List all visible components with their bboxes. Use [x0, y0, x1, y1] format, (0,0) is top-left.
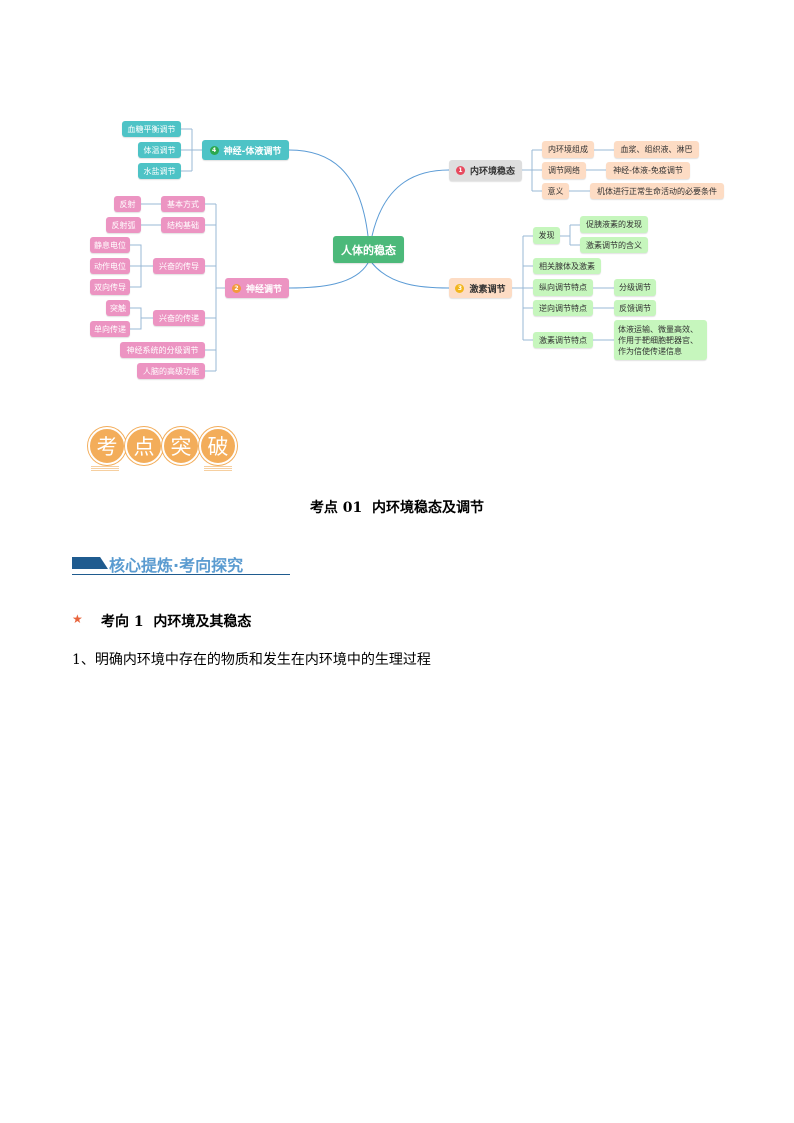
banner-block	[72, 557, 108, 569]
node: 人脑的高级功能	[137, 363, 205, 379]
node: 水盐调节	[138, 163, 181, 179]
branch-label: 内环境稳态	[469, 167, 515, 177]
node: 纵向调节特点	[533, 279, 593, 296]
number-badge: 4	[209, 145, 219, 155]
banner-text: 核心提炼·考向探究	[109, 556, 244, 575]
node-line: 作为信使传递信息	[618, 346, 682, 356]
logo-char: 点	[125, 427, 163, 465]
node: 血浆、组织液、淋巴	[614, 141, 699, 158]
branch-neuro-humoral: 4 神经-体液调节	[202, 140, 289, 160]
node: 调节网络	[542, 162, 586, 179]
node-line: 体液运输、微量高效、	[618, 324, 698, 334]
node: 分级调节	[614, 279, 656, 296]
branch-label: 神经调节	[245, 284, 282, 295]
node: 静息电位	[90, 237, 130, 253]
node: 体温调节	[138, 142, 181, 158]
logo-char: 破	[199, 427, 237, 465]
subheading: 考向 1 内环境及其稳态	[101, 614, 252, 630]
logo-char: 考	[88, 427, 126, 465]
section-title: 考点 01 内环境稳态及调节	[309, 500, 485, 516]
logo-underline	[204, 466, 232, 471]
logo-char: 突	[162, 427, 200, 465]
node: 神经-体液-免疫调节	[606, 162, 690, 179]
number-badge: 3	[455, 283, 465, 293]
node: 相关腺体及激素	[533, 258, 601, 274]
branch-label: 神经-体液调节	[223, 146, 282, 157]
node: 反射	[114, 196, 141, 212]
node-line: 作用于靶细胞靶器官、	[618, 335, 698, 345]
mindmap-connectors	[130, 128, 614, 372]
node: 动作电位	[90, 258, 130, 274]
node: 反射弧	[106, 217, 141, 233]
branch-internal-environment: 1 内环境稳态	[449, 160, 522, 181]
node: 激素调节特点	[533, 332, 593, 348]
branch-neural: 2 神经调节	[225, 278, 289, 298]
branch-label: 激素调节	[469, 284, 506, 295]
paragraph: 1、明确内环境中存在的物质和发生在内环境中的生理过程	[72, 652, 431, 668]
node: 双向传导	[90, 279, 130, 295]
number-badge: 2	[231, 283, 241, 293]
node: 意义	[542, 183, 569, 199]
node: 结构基础	[161, 217, 205, 233]
node: 基本方式	[161, 196, 205, 212]
node: 兴奋的传导	[153, 258, 205, 274]
mindmap-center-node: 人体的稳态	[333, 236, 404, 263]
star-icon: ★	[72, 612, 83, 626]
node: 单向传递	[90, 321, 130, 337]
node: 突触	[106, 300, 130, 316]
node: 血糖平衡调节	[122, 121, 181, 137]
node: 体液运输、微量高效、 作用于靶细胞靶器官、 作为信使传递信息	[614, 320, 707, 360]
node: 反馈调节	[614, 300, 656, 316]
logo-underline	[91, 466, 119, 471]
node: 发现	[533, 227, 560, 244]
node: 逆向调节特点	[533, 300, 593, 316]
node: 神经系统的分级调节	[120, 342, 205, 358]
node: 机体进行正常生命活动的必要条件	[590, 183, 724, 199]
node: 促胰液素的发现	[580, 216, 648, 233]
banner: 核心提炼·考向探究	[72, 552, 290, 575]
node: 兴奋的传递	[153, 310, 205, 326]
node: 激素调节的含义	[580, 237, 648, 253]
number-badge: 1	[455, 166, 465, 175]
node: 内环境组成	[542, 141, 594, 158]
branch-hormonal: 3 激素调节	[449, 278, 512, 298]
